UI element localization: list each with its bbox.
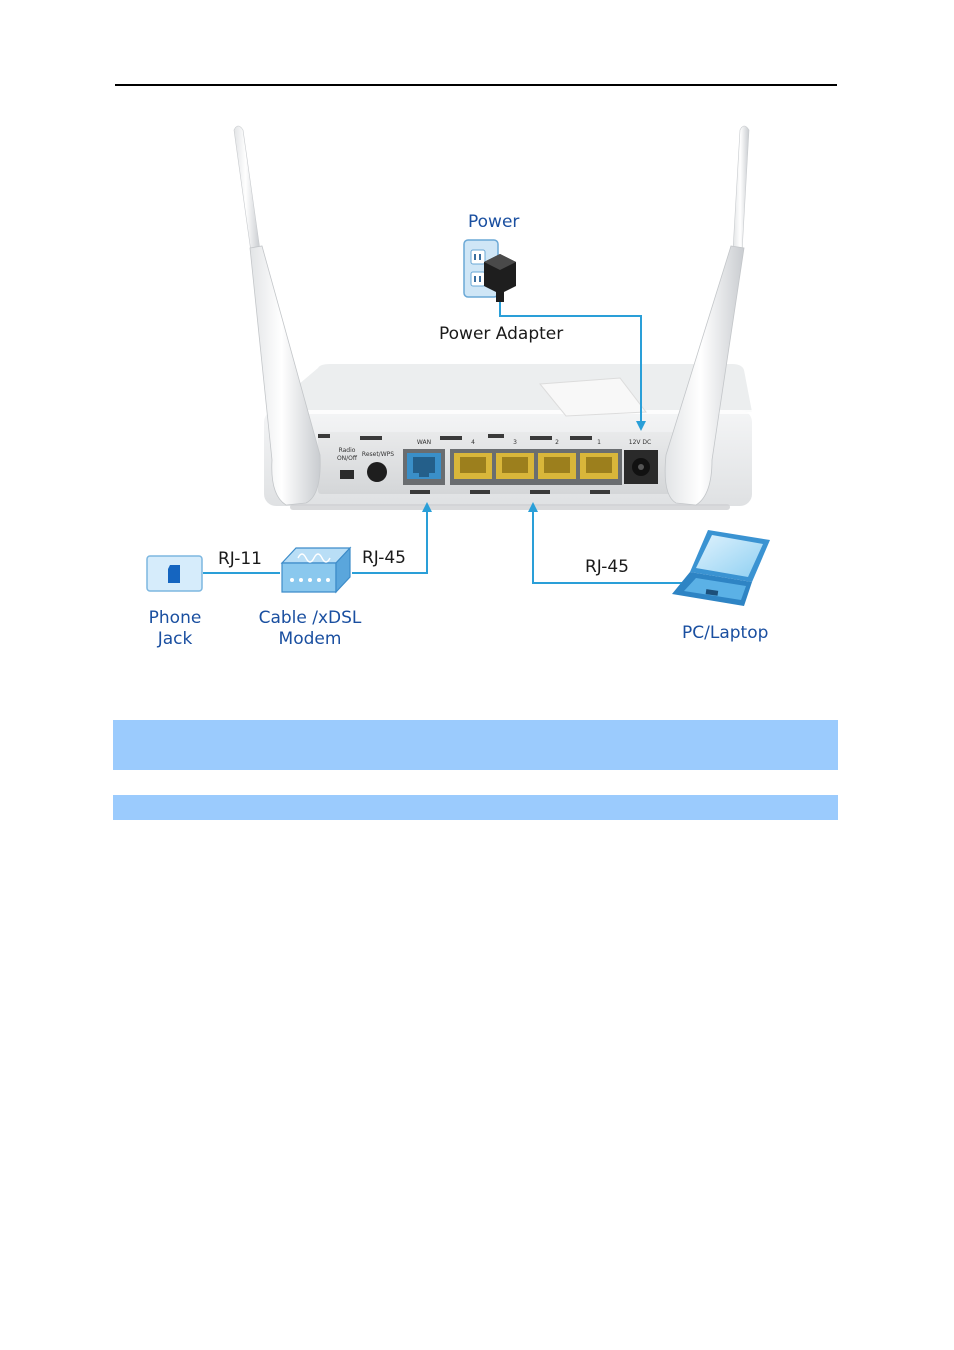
left-antenna (233, 125, 321, 506)
phone-jack-label: Phone Jack (140, 608, 210, 650)
power-adapter-icon (484, 254, 516, 302)
modem-label: Cable /xDSL Modem (250, 608, 370, 650)
pc-laptop-label: PC/Laptop (682, 623, 769, 643)
power-in-label: 12V DC (629, 439, 651, 446)
lan-port-2 (538, 453, 576, 479)
lan-label-1: 1 (597, 439, 601, 446)
phone-jack-label-line2: Jack (157, 629, 193, 649)
rj45-wan-label: RJ-45 (362, 548, 406, 568)
highlight-band-bottom (113, 795, 838, 820)
lan-label-2: 2 (555, 439, 559, 446)
rj11-label: RJ-11 (218, 549, 262, 569)
router-icon: Radio ON/Off Reset/WPS WAN (264, 364, 752, 510)
highlight-band-top (113, 720, 838, 770)
radio-label-2: ON/Off (337, 455, 358, 462)
lan-port-3 (496, 453, 534, 479)
wan-label: WAN (417, 439, 431, 446)
power-label: Power (468, 212, 520, 232)
power-adapter-label: Power Adapter (439, 324, 564, 344)
network-connection-diagram: Radio ON/Off Reset/WPS WAN (146, 125, 770, 606)
phone-jack-label-line1: Phone (148, 608, 202, 628)
modem-label-line1: Cable /xDSL (258, 608, 362, 628)
modem-label-line2: Modem (278, 629, 342, 649)
rj45-lan-label: RJ-45 (585, 557, 629, 577)
modem-icon (280, 546, 352, 594)
right-antenna (664, 125, 750, 506)
phone-jack-icon (146, 555, 203, 592)
lan-port-1 (580, 453, 618, 479)
radio-label: Radio (339, 447, 356, 454)
laptop-icon (672, 530, 770, 606)
cables (203, 302, 690, 584)
lan-label-4: 4 (471, 439, 475, 446)
page-header-rule (115, 84, 837, 86)
lan-label-3: 3 (513, 439, 517, 446)
lan-port-4 (454, 453, 492, 479)
reset-label: Reset/WPS (362, 451, 394, 458)
